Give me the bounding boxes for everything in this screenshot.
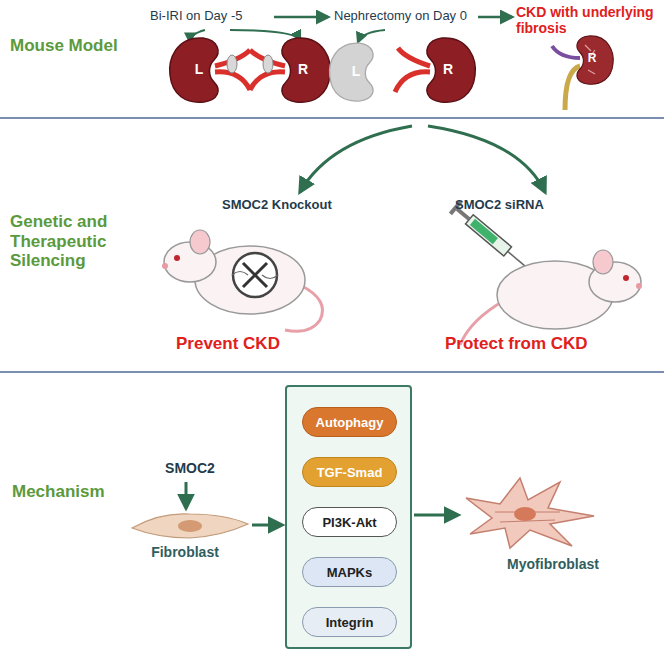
kidney-right <box>250 38 330 102</box>
step-arrow <box>478 16 512 19</box>
pathway-box: AutophagyTGF-SmadPI3K-AktMAPKsIntegrin <box>285 385 412 649</box>
curve-arrow <box>230 30 300 40</box>
section-heading: Genetic and Therapeutic Silencing <box>10 212 135 271</box>
cell-label: Myofibroblast <box>478 556 628 572</box>
group-label: SMOC2 Knockout <box>222 198 362 213</box>
down-arrow <box>185 482 188 508</box>
pathway-name: TGF-Smad <box>317 465 383 480</box>
step-arrow <box>274 16 328 19</box>
result-label: CKD with underlying fibrosis <box>516 4 660 36</box>
group-label: SMOC2 siRNA <box>455 198 575 213</box>
outcome-label: Protect from CKD <box>445 334 635 354</box>
kidney-letter: R <box>584 52 600 66</box>
pathway-pill: MAPKs <box>302 557 397 587</box>
branch-arrow <box>300 126 412 192</box>
kidney-letter: L <box>191 61 207 77</box>
myofibroblast <box>466 478 594 548</box>
mouse-sirna <box>460 250 642 345</box>
kidney-remaining <box>395 38 475 102</box>
pathway-name: Autophagy <box>316 415 384 430</box>
step-label: Nephrectomy on Day 0 <box>334 9 478 24</box>
right-arrow <box>252 524 282 527</box>
divider <box>0 117 664 119</box>
cell-label: Fibroblast <box>130 544 240 560</box>
curve-arrow <box>358 30 385 42</box>
kidney-letter: L <box>348 63 364 79</box>
kidney-letter: R <box>295 61 311 77</box>
pathway-pill: TGF-Smad <box>302 457 397 487</box>
right-arrow <box>414 514 458 517</box>
pathway-name: PI3K-Akt <box>322 515 376 530</box>
section-heading: Mechanism <box>12 482 132 502</box>
kidney-letter: R <box>440 61 456 77</box>
fibroblast <box>132 514 248 538</box>
pathway-pill: Autophagy <box>302 407 397 437</box>
protein-label: SMOC2 <box>150 460 230 476</box>
section-heading: Mouse Model <box>10 36 140 56</box>
pathway-pill: Integrin <box>302 607 397 637</box>
pathway-name: Integrin <box>326 615 374 630</box>
kidney-left <box>170 38 250 102</box>
branch-arrow <box>428 126 545 192</box>
pathway-name: MAPKs <box>327 565 373 580</box>
kidney-ckd <box>552 36 613 110</box>
outcome-label: Prevent CKD <box>176 334 326 354</box>
pathway-pill: PI3K-Akt <box>302 507 397 537</box>
mouse-knockout <box>162 230 323 331</box>
step-label: Bi-IRI on Day -5 <box>150 9 272 24</box>
kidney-removed <box>330 43 374 101</box>
divider <box>0 371 664 373</box>
